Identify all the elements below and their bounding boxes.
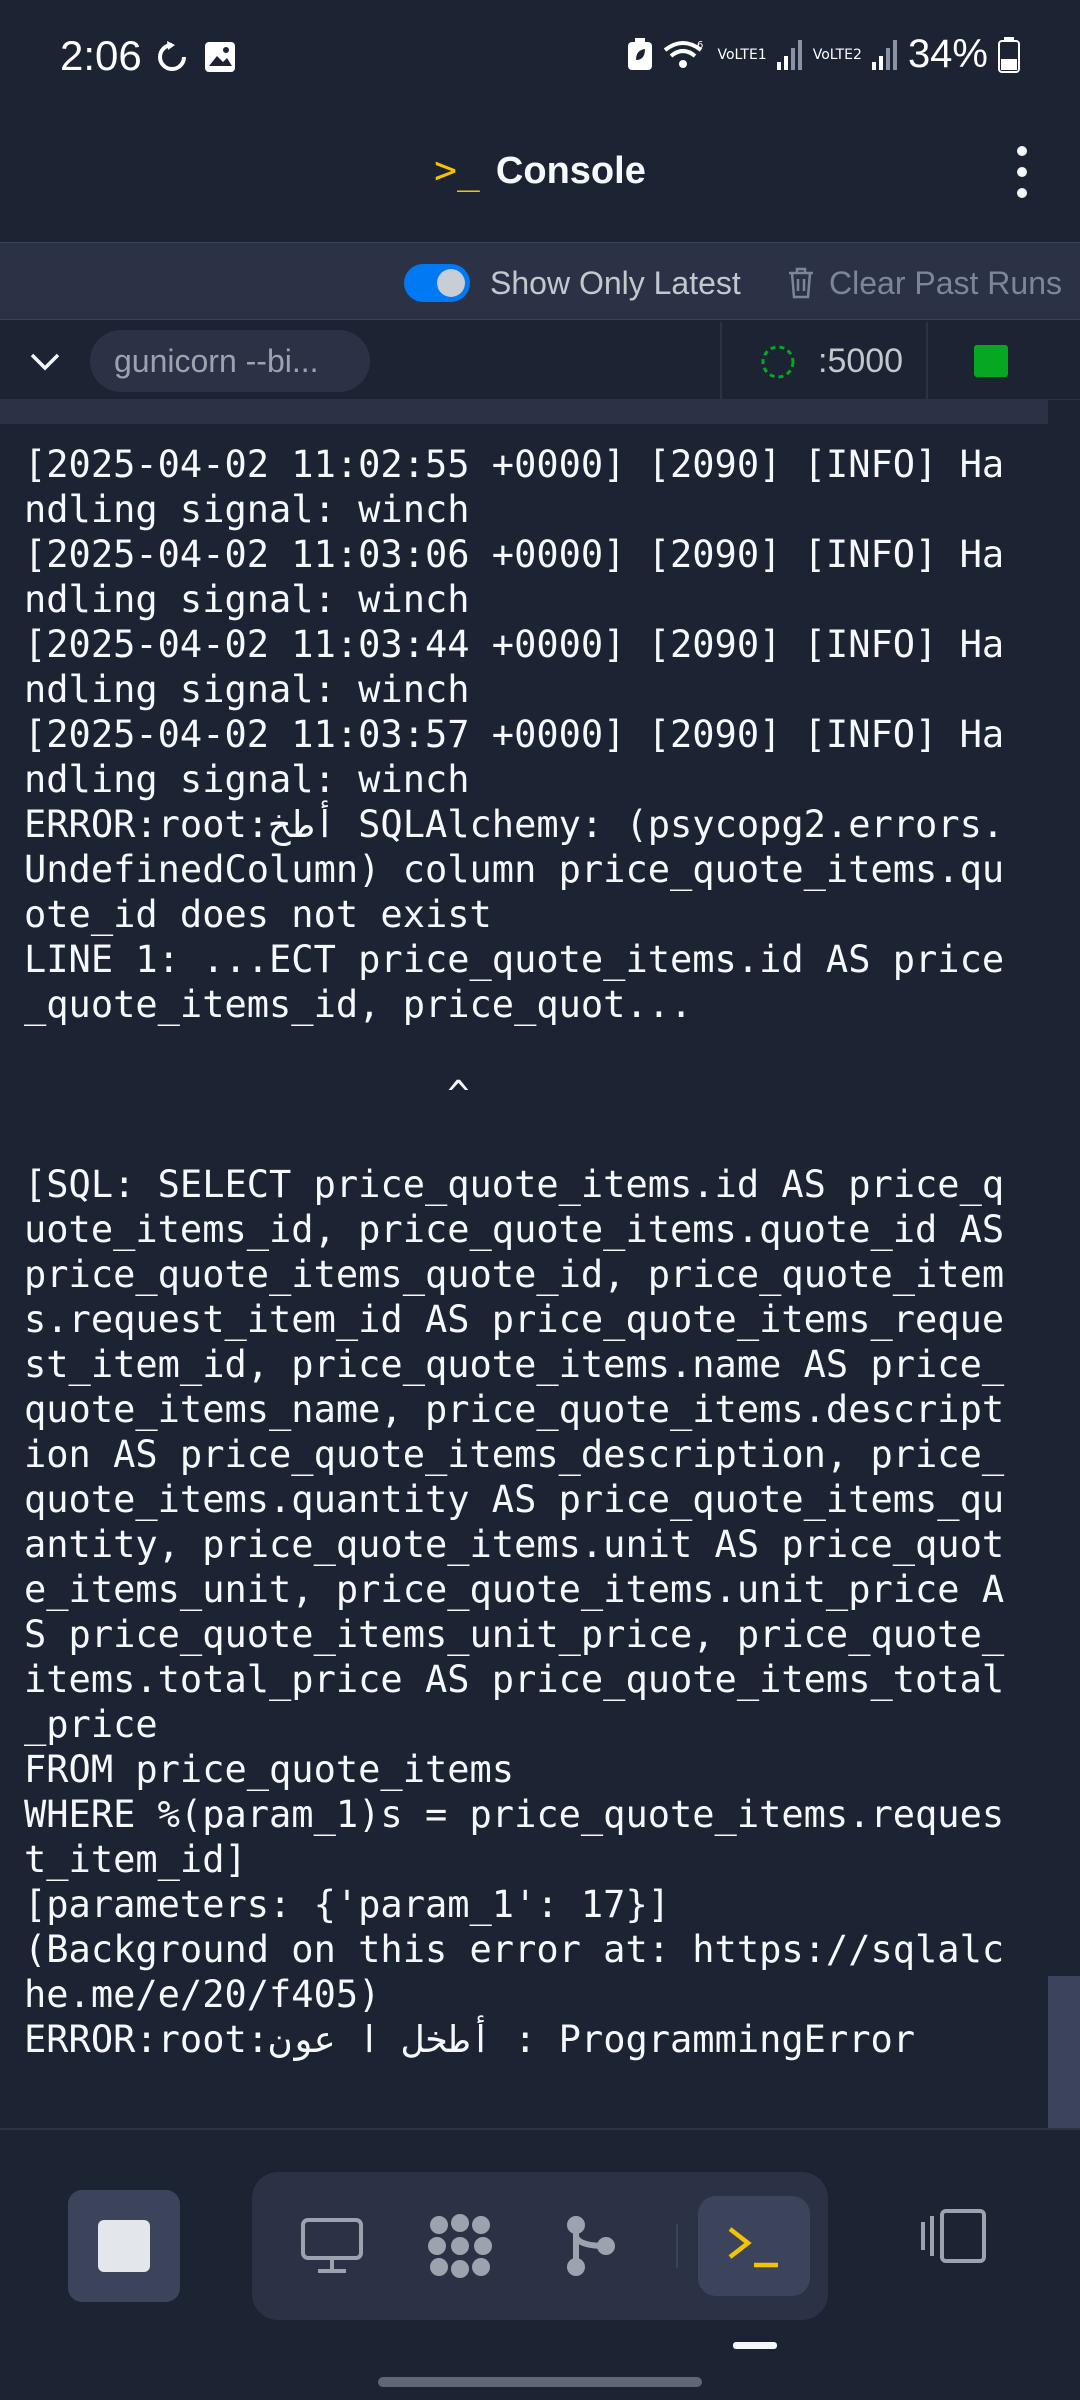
console-icon bbox=[728, 2227, 778, 2268]
console-tab[interactable] bbox=[698, 2196, 810, 2296]
stop-icon bbox=[98, 2220, 150, 2272]
webview-icon bbox=[301, 2218, 363, 2273]
active-tab-indicator bbox=[733, 2342, 777, 2349]
divider bbox=[926, 322, 928, 400]
signal-icon bbox=[776, 39, 802, 70]
process-command-pill[interactable]: gunicorn --bi... bbox=[90, 330, 370, 392]
process-bar: gunicorn --bi... :5000 bbox=[0, 322, 1080, 400]
divider bbox=[720, 322, 722, 400]
replit-apps-icon bbox=[428, 2214, 492, 2278]
signal-icon bbox=[871, 39, 897, 70]
divider bbox=[676, 2224, 678, 2268]
sim1-label: VoLTE1 bbox=[717, 46, 767, 63]
battery-percent: 34% bbox=[907, 32, 988, 76]
image-icon bbox=[205, 42, 235, 72]
status-time: 2:06 bbox=[60, 32, 142, 79]
clear-past-runs-button[interactable]: Clear Past Runs bbox=[829, 265, 1062, 301]
page-title: >_ Console bbox=[0, 148, 1080, 193]
more-vertical-icon[interactable] bbox=[1002, 142, 1042, 202]
panels-icon[interactable] bbox=[920, 2208, 990, 2264]
wifi-icon: 6 bbox=[664, 40, 704, 68]
home-indicator[interactable] bbox=[378, 2377, 702, 2387]
running-status-indicator bbox=[974, 345, 1008, 377]
trash-icon[interactable] bbox=[786, 265, 816, 299]
terminal-prompt-icon: >_ bbox=[434, 148, 480, 192]
wifi-band-label: 6 bbox=[697, 40, 703, 51]
git-icon bbox=[567, 2216, 615, 2276]
apps-tab[interactable] bbox=[404, 2196, 516, 2296]
sim2-label: VoLTE2 bbox=[812, 46, 862, 63]
stop-button[interactable] bbox=[68, 2190, 180, 2302]
console-title: Console bbox=[495, 150, 646, 192]
divider bbox=[0, 2128, 1080, 2130]
console-log: [2025-04-02 11:02:55 +0000] [2090] [INFO… bbox=[24, 443, 1005, 2061]
chevron-down-icon[interactable] bbox=[28, 346, 62, 376]
webview-tab[interactable] bbox=[276, 2196, 388, 2296]
port-status-icon bbox=[761, 345, 795, 379]
bottom-navigation bbox=[0, 2130, 1080, 2400]
git-tab[interactable] bbox=[534, 2196, 646, 2296]
status-bar: 2:06 6 VoLTE1 VoLTE2 bbox=[0, 0, 1080, 120]
scrollbar-thumb[interactable] bbox=[1048, 1976, 1080, 2128]
port-label[interactable]: :5000 bbox=[818, 342, 904, 380]
console-toolbar: Show Only Latest Clear Past Runs bbox=[0, 242, 1080, 320]
battery-icon bbox=[998, 36, 1020, 73]
tool-switcher bbox=[252, 2172, 828, 2320]
app-header: >_ Console bbox=[0, 120, 1080, 240]
console-top-strip bbox=[0, 400, 1048, 424]
battery-saver-icon bbox=[628, 37, 653, 70]
show-only-latest-label[interactable]: Show Only Latest bbox=[490, 265, 741, 301]
console-output[interactable]: [2025-04-02 11:02:55 +0000] [2090] [INFO… bbox=[0, 400, 1048, 2130]
show-only-latest-toggle[interactable] bbox=[404, 264, 470, 302]
sync-icon bbox=[158, 41, 186, 71]
